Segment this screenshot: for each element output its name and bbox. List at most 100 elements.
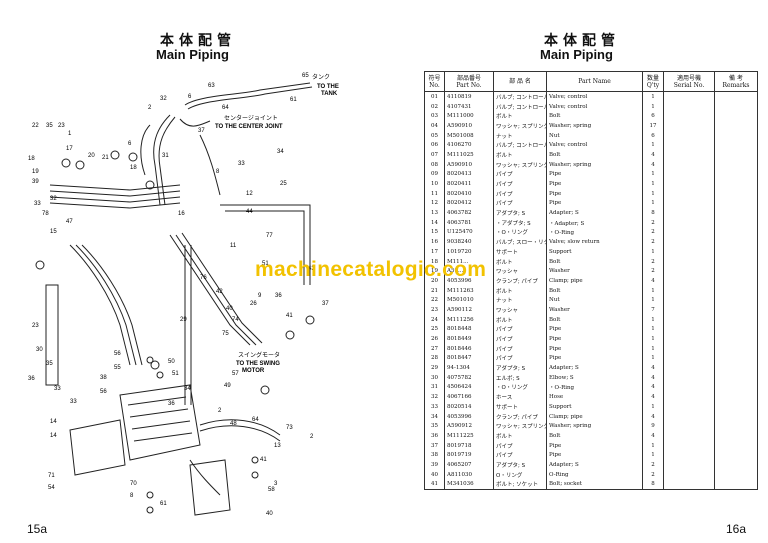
- cell-remarks: [714, 382, 758, 393]
- cell-part-no: 8019719: [444, 450, 494, 461]
- cell-part-name-jp: ボルト: [493, 111, 547, 122]
- cell-part-no: M501008: [444, 130, 494, 141]
- callout-number: 78: [42, 211, 49, 217]
- cell-serial: [663, 469, 715, 480]
- callout-number: 63: [208, 83, 215, 89]
- cell-serial: [663, 159, 715, 170]
- callout-number: 76: [200, 275, 207, 281]
- cell-part-name-jp: パイプ: [493, 179, 547, 189]
- cell-remarks: [714, 372, 758, 383]
- cell-serial: [663, 247, 715, 257]
- cell-qty: 1: [642, 450, 664, 461]
- callout-number: 42: [216, 289, 223, 295]
- cell-part-name-en: Clamp; pipe: [546, 411, 643, 422]
- cell-part-no: M111025: [444, 150, 494, 160]
- cell-remarks: [714, 140, 758, 151]
- callout-number: 33: [34, 201, 41, 207]
- callout-number: 61: [290, 97, 297, 103]
- cell-serial: [663, 276, 715, 286]
- callout-number: 31: [162, 153, 169, 159]
- cell-no: 04: [424, 121, 445, 131]
- cell-no: 27: [424, 343, 445, 354]
- cell-remarks: [714, 169, 758, 180]
- cell-remarks: [714, 469, 758, 480]
- cell-no: 03: [424, 111, 445, 122]
- cell-no: 34: [424, 411, 445, 422]
- cell-no: 02: [424, 101, 445, 112]
- cell-serial: [663, 101, 715, 112]
- tank-label-en-2: TANK: [321, 91, 338, 97]
- callout-number: 23: [32, 323, 39, 329]
- cell-part-name-jp: アダプタ; S: [493, 208, 547, 218]
- cell-part-no: 4065207: [444, 460, 494, 470]
- callout-number: 71: [48, 473, 55, 479]
- cell-qty: 4: [642, 372, 664, 383]
- cell-part-name-en: Washer: [546, 266, 643, 277]
- page-title-jp: 本体配管: [544, 33, 620, 49]
- cell-part-name-en: Pipe: [546, 169, 643, 180]
- cell-qty: 1: [642, 353, 664, 364]
- cell-part-no: 8019718: [444, 440, 494, 451]
- callout-number: 51: [172, 371, 179, 377]
- cell-part-no: M501010: [444, 295, 494, 306]
- cell-serial: [663, 295, 715, 306]
- cell-part-no: 4110819: [444, 91, 494, 102]
- cell-serial: [663, 140, 715, 151]
- callout-number: 55: [114, 365, 121, 371]
- cell-qty: 2: [642, 217, 664, 228]
- cell-qty: 1: [642, 343, 664, 354]
- cell-part-name-jp: バルブ; スロー・リターン: [493, 237, 547, 247]
- cell-serial: [663, 372, 715, 383]
- cell-remarks: [714, 179, 758, 189]
- cell-no: 16: [424, 237, 445, 247]
- callout-number: 35: [46, 123, 53, 129]
- callout-number: 8: [130, 493, 134, 499]
- cell-part-name-jp: クランプ; パイプ: [493, 411, 547, 422]
- cell-part-name-jp: O・リング: [493, 469, 547, 480]
- callout-number: 33: [238, 161, 245, 167]
- cell-no: 01: [424, 91, 445, 102]
- callout-number: 74: [232, 317, 239, 323]
- cell-qty: 4: [642, 276, 664, 286]
- cell-qty: 1: [642, 402, 664, 412]
- page-title: Main Piping: [540, 47, 613, 62]
- cell-no: 24: [424, 314, 445, 325]
- callout-number: 56: [100, 389, 107, 395]
- swing-motor-label-en-2: MOTOR: [242, 368, 265, 374]
- cell-remarks: [714, 111, 758, 122]
- cell-qty: 1: [642, 334, 664, 344]
- right-page: 本体配管 Main Piping 16a: [384, 0, 768, 543]
- callout-number: 44: [246, 209, 253, 215]
- col-header-part-name-jp: 部 品 名: [493, 71, 547, 92]
- cell-serial: [663, 305, 715, 315]
- cell-qty: 1: [642, 101, 664, 112]
- cell-part-name-jp: ワッシャ; スプリング: [493, 421, 547, 432]
- cell-part-name-en: ・O-Ring: [546, 227, 643, 238]
- cell-no: 38: [424, 450, 445, 461]
- cell-serial: [663, 91, 715, 102]
- cell-remarks: [714, 130, 758, 141]
- cell-part-no: 4063781: [444, 217, 494, 228]
- cell-qty: 6: [642, 130, 664, 141]
- cell-remarks: [714, 450, 758, 461]
- callout-number: 32: [160, 96, 167, 102]
- callout-number: 33: [70, 399, 77, 405]
- cell-part-name-en: Pipe: [546, 440, 643, 451]
- piping-diagram: タンク TO THE TANK センタージョイント TO THE CENTER …: [28, 73, 339, 517]
- callout-number: 21: [102, 155, 109, 161]
